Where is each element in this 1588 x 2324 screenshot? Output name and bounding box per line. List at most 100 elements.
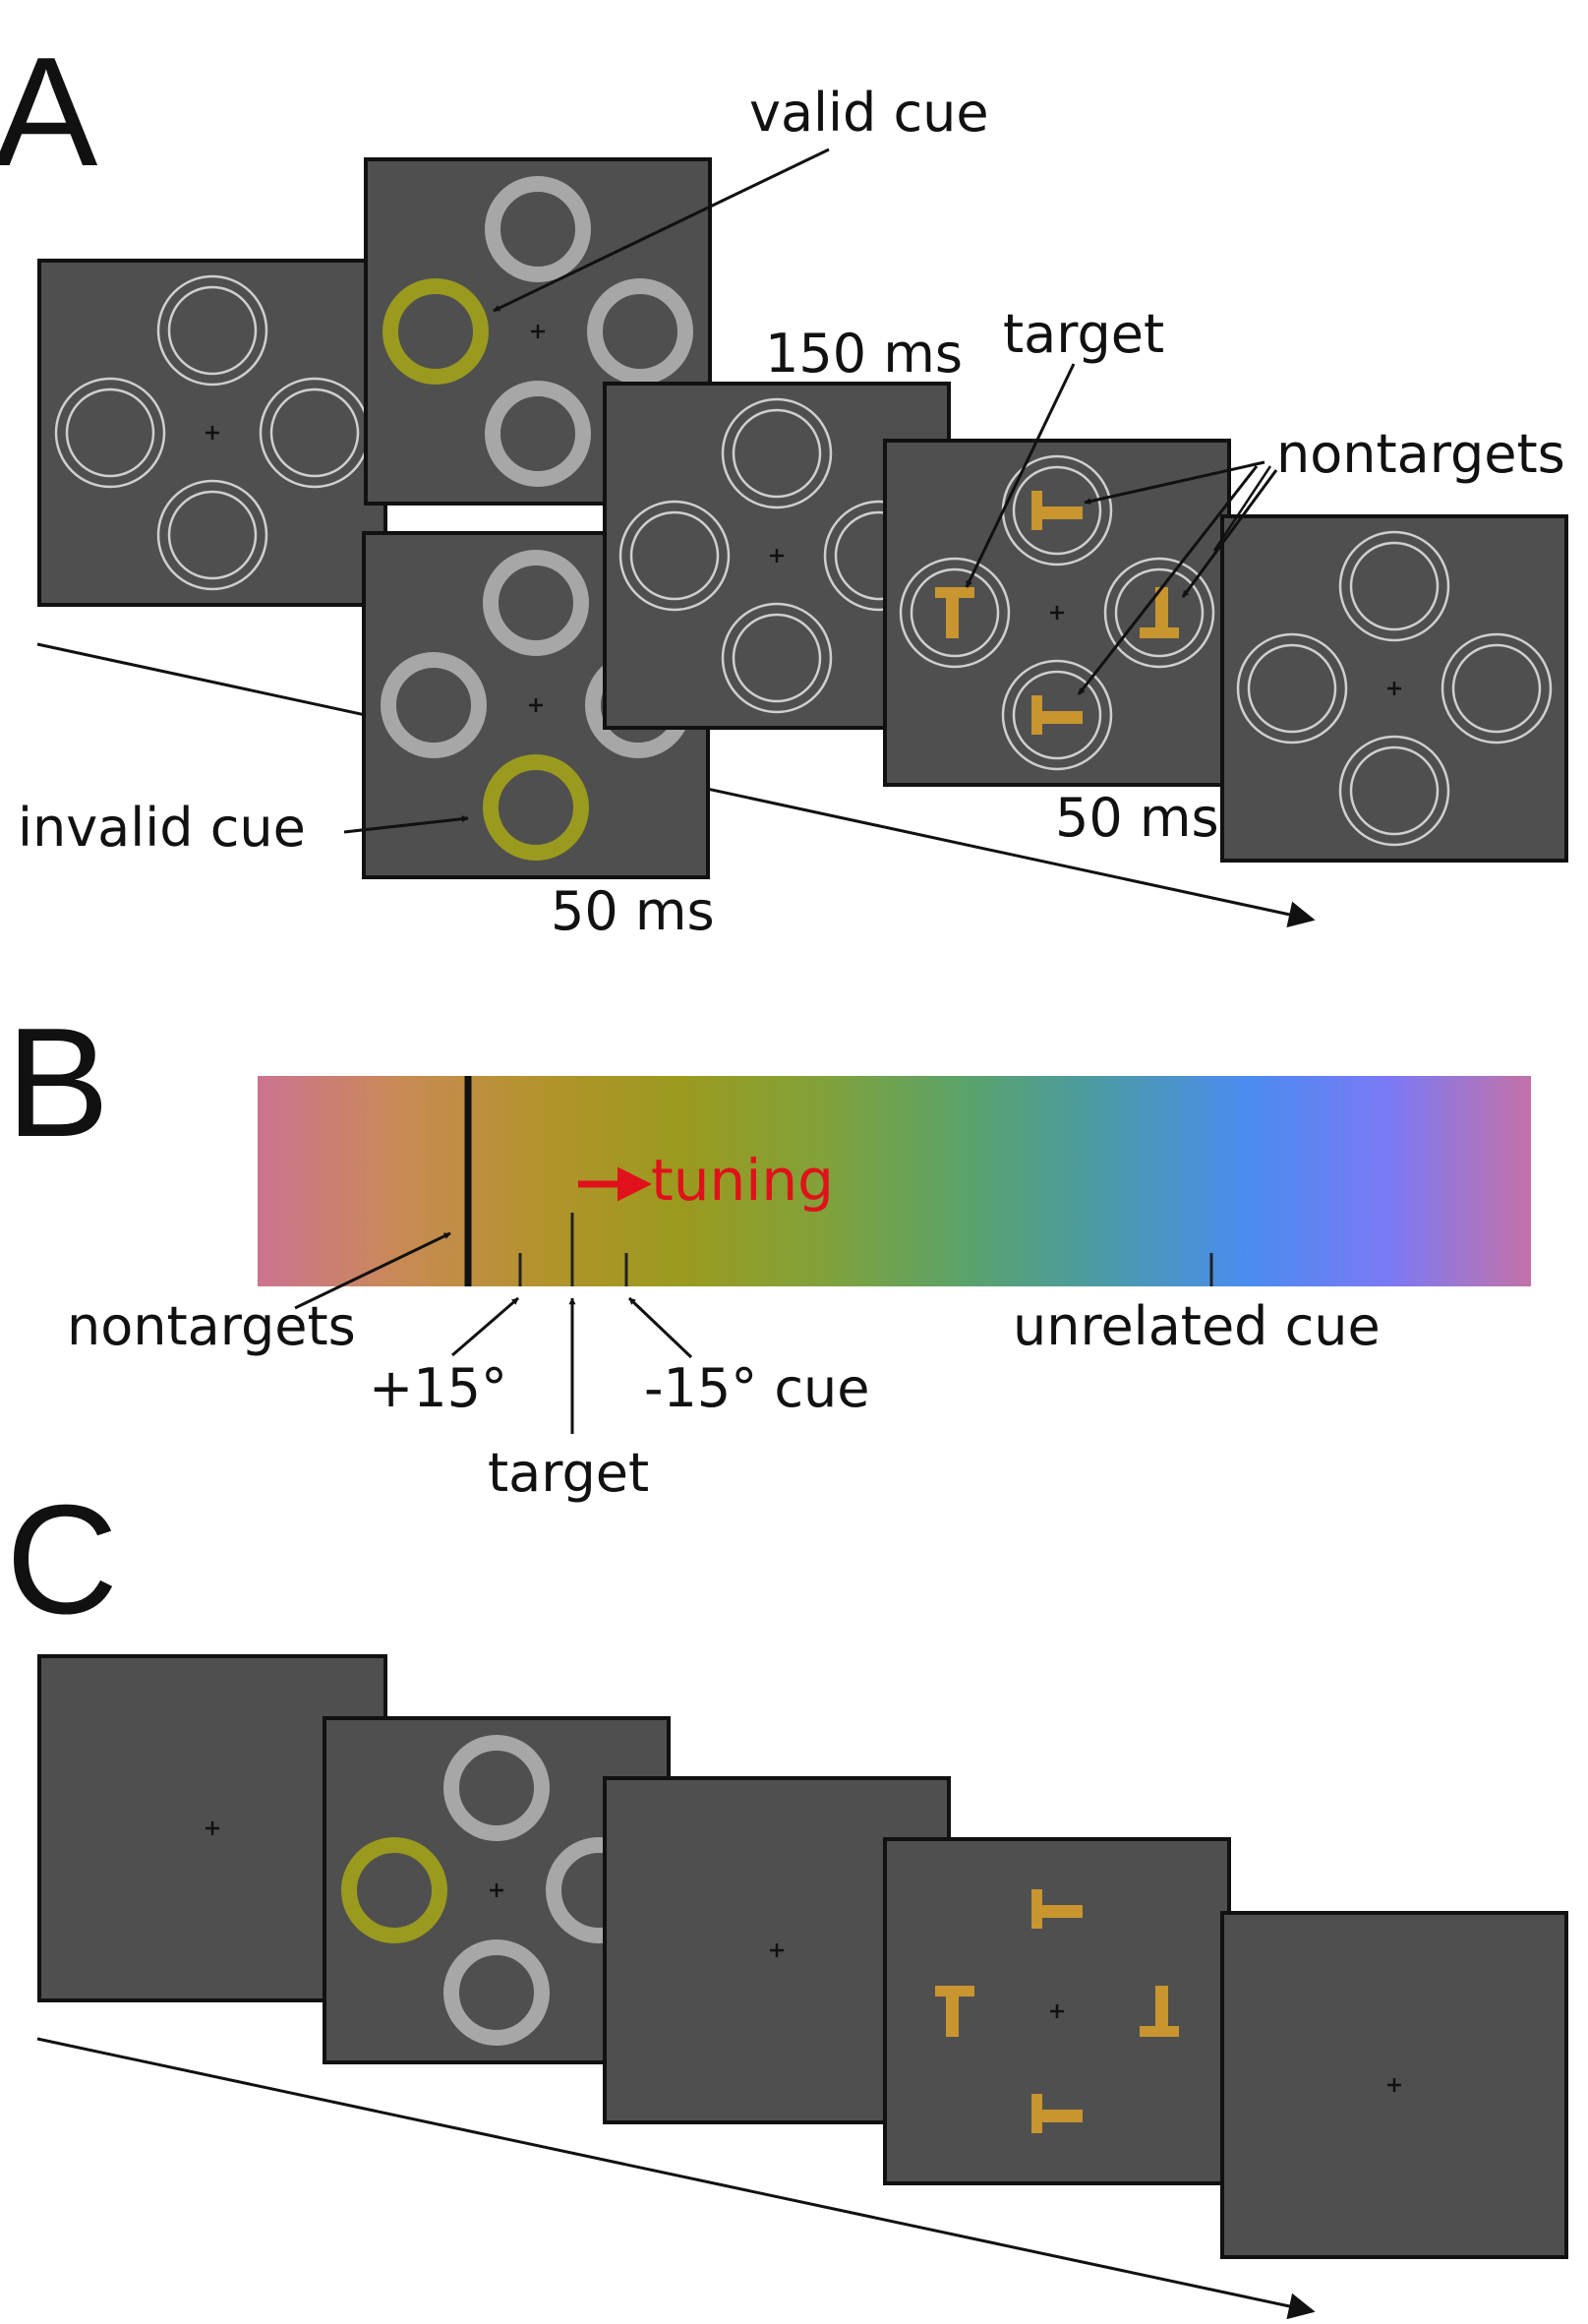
t-bar bbox=[935, 1986, 974, 1996]
placeholder-ring-outer bbox=[54, 377, 166, 489]
placeholder-ring-inner bbox=[167, 285, 258, 376]
placeholder-ring-inner bbox=[732, 613, 822, 703]
search-item-left bbox=[935, 587, 974, 638]
t-bar bbox=[1031, 1889, 1042, 1929]
placeholder-ring-inner bbox=[167, 490, 258, 580]
placeholder-ring-inner bbox=[1349, 541, 1440, 631]
placeholder-ring-outer bbox=[1338, 530, 1450, 642]
cue-ring-gray bbox=[485, 176, 591, 282]
minus15-arrow bbox=[627, 1296, 693, 1359]
t-stem bbox=[1031, 1905, 1083, 1918]
placeholder-ring-outer bbox=[721, 397, 833, 509]
valid-cue-label: valid cue bbox=[749, 82, 989, 144]
panel-a: A valid cue 150 ms target nontargets 50 … bbox=[0, 26, 1568, 942]
screen-search-c bbox=[883, 1837, 1231, 2185]
t-stem bbox=[1031, 711, 1083, 724]
cue-ring-gray bbox=[381, 652, 487, 758]
t-stem bbox=[946, 587, 959, 638]
placeholder-ring-inner bbox=[1247, 643, 1337, 734]
screen-placeholders-1 bbox=[37, 259, 387, 607]
placeholder-ring-inner bbox=[1114, 567, 1205, 658]
panel-b: B tuning nontargets +15° -15° cue target… bbox=[6, 996, 1531, 1504]
placeholder-ring-inner bbox=[269, 387, 360, 478]
cue-ring-gray bbox=[485, 381, 591, 487]
unrelated-cue-label: unrelated cue bbox=[1013, 1295, 1381, 1357]
placeholder-ring-outer bbox=[899, 557, 1011, 669]
target-label-b: target bbox=[488, 1442, 649, 1504]
nontargets-label-b: nontargets bbox=[67, 1295, 356, 1357]
search-item-bottom bbox=[1031, 695, 1083, 735]
placeholder-ring-outer bbox=[721, 602, 833, 714]
placeholder-ring-outer bbox=[618, 500, 731, 612]
cue-ring-gray bbox=[443, 1735, 550, 1841]
placeholder-ring-outer bbox=[1338, 735, 1450, 847]
placeholder-ring-inner bbox=[65, 387, 155, 478]
panel-b-letter: B bbox=[6, 996, 109, 1169]
nontarget-arrow-extra bbox=[1212, 465, 1272, 552]
placeholder-ring-inner bbox=[732, 408, 822, 499]
t-stem bbox=[946, 1986, 959, 2037]
t-bar bbox=[1031, 2094, 1042, 2133]
cue-ring-colored bbox=[483, 754, 589, 861]
t-bar bbox=[1031, 491, 1042, 530]
valid-cue-arrow bbox=[493, 148, 830, 313]
cue-duration-label: 50 ms bbox=[551, 880, 715, 942]
panel-c: C bbox=[6, 1473, 1568, 2320]
search-item-left bbox=[935, 1986, 974, 2037]
invalid-cue-arrow bbox=[343, 815, 469, 834]
target-arrow-a bbox=[965, 363, 1076, 588]
tuning-label: tuning bbox=[651, 1147, 834, 1214]
nontargets-arrow-b bbox=[294, 1231, 451, 1310]
placeholder-ring-outer bbox=[156, 479, 268, 591]
cue-ring-colored bbox=[341, 1837, 447, 1943]
time-arrow-c bbox=[36, 2037, 1316, 2320]
search-item-right bbox=[1140, 1986, 1179, 2037]
screen-valid-cue bbox=[364, 157, 712, 506]
placeholder-ring-outer bbox=[156, 274, 268, 387]
placeholder-ring-outer bbox=[1441, 632, 1553, 745]
placeholder-ring-outer bbox=[1001, 659, 1113, 771]
search-item-right bbox=[1140, 587, 1179, 638]
screen-placeholders-2 bbox=[1220, 514, 1568, 863]
search-duration-label: 50 ms bbox=[1055, 787, 1219, 849]
t-bar bbox=[935, 587, 974, 598]
placeholder-ring-inner bbox=[629, 510, 720, 601]
target-label-a: target bbox=[1003, 303, 1164, 365]
placeholder-ring-inner bbox=[910, 567, 1000, 658]
cue-ring-gray bbox=[483, 550, 589, 656]
nontarget-arrow-right bbox=[1181, 469, 1278, 598]
t-stem bbox=[1031, 2110, 1083, 2122]
plus15-arrow bbox=[451, 1296, 519, 1357]
plus15-label: +15° bbox=[369, 1357, 507, 1419]
t-bar bbox=[1140, 2026, 1179, 2037]
t-bar bbox=[1140, 627, 1179, 638]
isi-duration-label: 150 ms bbox=[765, 323, 963, 385]
search-item-top bbox=[1031, 1889, 1083, 1929]
placeholder-ring-outer bbox=[1236, 632, 1348, 745]
cue-ring-gray bbox=[587, 278, 693, 385]
placeholder-ring-inner bbox=[1012, 670, 1102, 760]
panel-a-letter: A bbox=[0, 26, 98, 199]
t-stem bbox=[1155, 1986, 1168, 2037]
nontarget-arrow-top bbox=[1084, 460, 1265, 506]
color-wheel-bar bbox=[258, 1076, 1531, 1286]
cue-ring-colored bbox=[382, 278, 489, 385]
placeholder-ring-outer bbox=[1103, 557, 1215, 669]
placeholder-ring-inner bbox=[1012, 465, 1102, 556]
cue-ring-gray bbox=[443, 1939, 550, 2046]
search-item-bottom bbox=[1031, 2094, 1083, 2133]
t-stem bbox=[1031, 507, 1083, 519]
nontarget-arrow-bottom bbox=[1077, 465, 1259, 695]
nontargets-label-a: nontargets bbox=[1276, 423, 1565, 485]
t-stem bbox=[1155, 587, 1168, 638]
screen-search-array bbox=[883, 439, 1231, 787]
panel-c-letter: C bbox=[6, 1473, 118, 1646]
invalid-cue-label: invalid cue bbox=[18, 797, 306, 859]
search-item-top bbox=[1031, 491, 1083, 530]
t-bar bbox=[1031, 695, 1042, 735]
screen-fixation-3 bbox=[1220, 1911, 1568, 2259]
placeholder-ring-inner bbox=[1349, 745, 1440, 836]
minus15-label: -15° cue bbox=[644, 1357, 870, 1419]
placeholder-ring-inner bbox=[1451, 643, 1542, 734]
